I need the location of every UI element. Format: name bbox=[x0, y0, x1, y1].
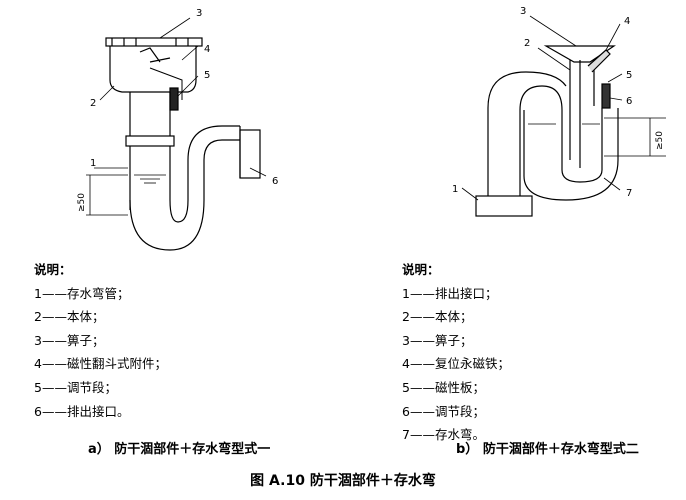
legend-b: 说明： 1——排出接口； 2——本体； 3——箅子； 4——复位永磁铁； 5——… bbox=[402, 258, 510, 447]
legend-b-item: 3——箅子； bbox=[402, 332, 473, 348]
callout-b-2: 2 bbox=[524, 38, 530, 49]
callout-a-4: 4 bbox=[204, 44, 210, 55]
legend-b-item: 5——磁性板； bbox=[402, 379, 485, 395]
caption-a: a） 防干涸部件＋存水弯型式一 bbox=[88, 442, 271, 457]
legend-a-item: 3——箅子； bbox=[34, 332, 105, 348]
dimension-a: ≥50 bbox=[77, 193, 87, 212]
magnet-b bbox=[587, 49, 611, 73]
diagram-b bbox=[461, 15, 666, 217]
legend-a-title: 说明： bbox=[34, 262, 72, 277]
adjust-a bbox=[169, 87, 179, 111]
callout-a-6: 6 bbox=[272, 176, 278, 187]
legend-b-item: 1——排出接口； bbox=[402, 285, 498, 301]
diagram-a bbox=[86, 17, 267, 251]
legend-a-item: 5——调节段； bbox=[34, 379, 117, 395]
outlet-a bbox=[239, 129, 261, 179]
legend-b-item: 4——复位永磁铁； bbox=[402, 356, 510, 372]
figure-caption: 图 A.10 防干涸部件＋存水弯 bbox=[250, 473, 436, 489]
body-a bbox=[109, 46, 197, 93]
legend-b-title: 说明： bbox=[402, 262, 440, 277]
caption-b: b） 防干涸部件＋存水弯型式二 bbox=[456, 442, 639, 457]
callout-b-4: 4 bbox=[624, 16, 630, 27]
legend-b-item: 6——调节段； bbox=[402, 403, 485, 419]
legend-a-item: 6——排出接口。 bbox=[34, 403, 130, 419]
legend-a-item: 2——本体； bbox=[34, 309, 105, 325]
callout-b-6: 6 bbox=[626, 96, 632, 107]
legend-b-item: 7——存水弯。 bbox=[402, 427, 485, 443]
legend-a-item: 4——磁性翻斗式附件； bbox=[34, 356, 167, 372]
dimension-b: ≥50 bbox=[655, 131, 665, 150]
legend-b-item: 2——本体； bbox=[402, 309, 473, 325]
callout-a-2: 2 bbox=[90, 98, 96, 109]
callout-a-1: 1 bbox=[90, 158, 96, 169]
callout-b-5: 5 bbox=[626, 70, 632, 81]
callout-b-3: 3 bbox=[520, 6, 526, 17]
legend-a: 说明： 1——存水弯管； 2——本体； 3——箅子； 4——磁性翻斗式附件； 5… bbox=[34, 258, 167, 423]
grate-a bbox=[105, 37, 203, 47]
adjust-b bbox=[601, 83, 611, 109]
callout-b-7: 7 bbox=[626, 188, 632, 199]
callout-b-1: 1 bbox=[452, 184, 458, 195]
callout-a-3: 3 bbox=[196, 8, 202, 19]
legend-a-item: 1——存水弯管； bbox=[34, 285, 130, 301]
callout-a-5: 5 bbox=[204, 70, 210, 81]
outlet-b bbox=[475, 195, 533, 217]
grate-b bbox=[543, 45, 616, 63]
